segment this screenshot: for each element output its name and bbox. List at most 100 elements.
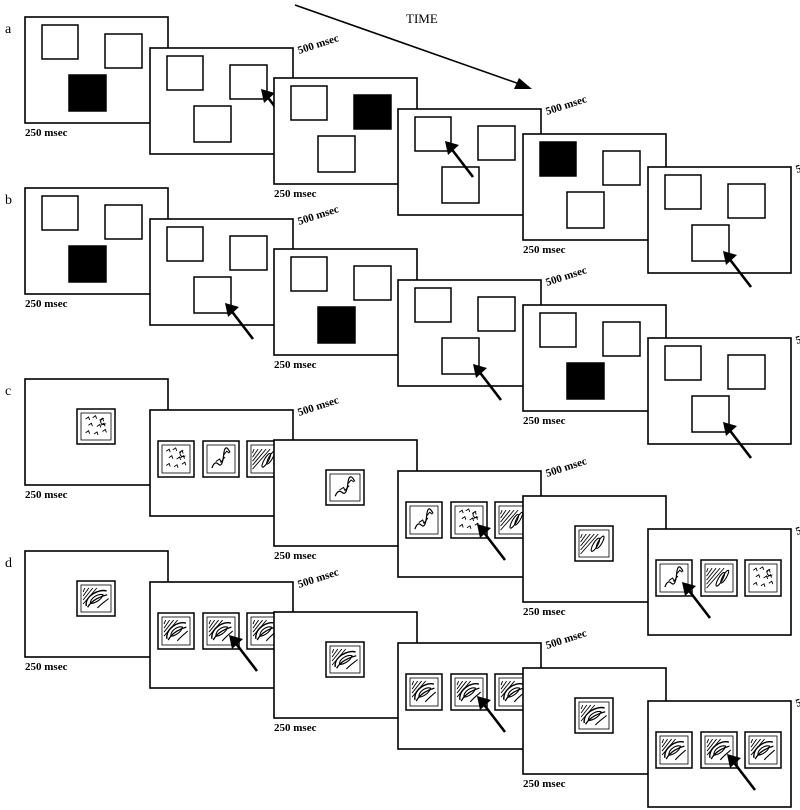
placeholder-square	[104, 33, 143, 69]
texture-dots	[458, 508, 480, 529]
response-arrow	[477, 524, 507, 561]
texture-squiggle	[211, 447, 231, 469]
display-frame: 250 msec	[273, 248, 418, 371]
duration-label: 250 msec	[274, 550, 317, 562]
duration-label: 250 msec	[25, 298, 68, 310]
placeholder-square	[193, 276, 232, 314]
duration-label: 500 msec	[544, 264, 588, 289]
duration-label: 500 msec	[544, 627, 588, 652]
placeholder-square	[602, 150, 641, 186]
display-frame: 250 msec	[522, 667, 667, 790]
placeholder-square	[727, 183, 766, 219]
texture-swirl	[411, 680, 437, 703]
display-frame: 250 msec	[24, 550, 169, 673]
texture-hatch	[252, 448, 276, 470]
placeholder-square	[414, 116, 452, 152]
duration-label: 500 msec	[296, 566, 340, 591]
display-frame: 250 msec	[273, 611, 418, 734]
response-arrow	[723, 422, 753, 459]
texture-square	[405, 501, 443, 539]
duration-label: 500 msec	[794, 151, 800, 176]
texture-swirl	[580, 704, 607, 726]
cue-filled-square	[539, 141, 577, 177]
duration-label: 500 msec	[296, 203, 340, 228]
duration-label: 250 msec	[523, 415, 566, 427]
response-arrow	[723, 251, 753, 288]
condition-label: b	[5, 193, 12, 208]
condition-row-b: b 250 msec 500 msec 250 msec 500 msec 250 mse…	[5, 187, 800, 459]
placeholder-square	[602, 321, 641, 357]
time-arrow-shaft	[294, 4, 529, 88]
response-arrow	[727, 754, 757, 791]
cue-filled-square	[68, 245, 107, 283]
cue-filled-square	[68, 74, 107, 112]
placeholder-square	[229, 235, 268, 271]
placeholder-square	[477, 125, 516, 161]
condition-label: a	[5, 22, 12, 37]
display-frame: 250 msec	[522, 304, 667, 427]
placeholder-square	[414, 287, 452, 323]
texture-swirl	[500, 680, 526, 703]
response-arrow	[229, 635, 259, 672]
placeholder-square	[477, 296, 516, 332]
texture-square	[76, 408, 116, 445]
duration-label: 250 msec	[274, 722, 317, 734]
cue-filled-square	[317, 306, 356, 344]
duration-label: 500 msec	[544, 93, 588, 118]
display-frame: 250 msec	[24, 187, 169, 310]
cue-filled-square	[353, 94, 392, 130]
display-frame: 250 msec	[273, 77, 418, 200]
response-arrow	[682, 582, 712, 619]
placeholder-square	[353, 265, 392, 301]
texture-squiggle	[414, 508, 434, 530]
texture-swirl	[208, 619, 234, 642]
condition-row-a: a 250 msec 500 msec 250 msec 500 msec 250 mse…	[5, 16, 800, 288]
texture-hatch	[706, 567, 730, 589]
placeholder-square	[193, 105, 232, 143]
placeholder-square	[41, 24, 79, 60]
duration-label: 250 msec	[25, 661, 68, 673]
duration-label: 500 msec	[794, 322, 800, 347]
texture-dots	[165, 447, 187, 468]
texture-squiggle	[334, 476, 356, 497]
time-label: TIME	[406, 11, 438, 26]
response-arrow	[473, 364, 503, 401]
duration-label: 500 msec	[794, 685, 800, 710]
texture-hatch	[500, 509, 524, 531]
placeholder-square	[441, 337, 480, 375]
texture-swirl	[456, 680, 482, 703]
texture-squiggle	[664, 566, 684, 588]
duration-label: 250 msec	[274, 188, 317, 200]
duration-label: 500 msec	[296, 32, 340, 57]
condition-label: c	[5, 384, 11, 399]
placeholder-square	[441, 166, 480, 204]
placeholder-square	[539, 312, 577, 348]
response-arrow	[445, 141, 475, 178]
placeholder-square	[166, 55, 204, 91]
duration-label: 250 msec	[523, 606, 566, 618]
duration-label: 250 msec	[25, 127, 68, 139]
display-frame: 250 msec	[522, 133, 667, 256]
duration-label: 250 msec	[25, 489, 68, 501]
texture-swirl	[82, 587, 109, 609]
texture-square	[744, 559, 782, 597]
placeholder-square	[664, 345, 702, 381]
duration-label: 250 msec	[274, 359, 317, 371]
placeholder-square	[41, 195, 79, 231]
display-frame: 250 msec	[24, 16, 169, 139]
display-frame: 500 msec	[647, 685, 800, 808]
placeholder-square	[104, 204, 143, 240]
placeholder-square	[727, 354, 766, 390]
display-frame: 500 msec	[647, 151, 800, 288]
display-frame: 500 msec	[397, 627, 588, 750]
time-indicator: TIME	[294, 4, 532, 89]
texture-dots	[752, 566, 774, 587]
placeholder-square	[566, 191, 605, 229]
placeholder-square	[691, 224, 730, 262]
texture-swirl	[661, 738, 687, 761]
texture-hatch	[580, 533, 605, 555]
placeholder-square	[317, 135, 356, 173]
placeholder-square	[290, 256, 328, 292]
texture-square	[325, 469, 365, 506]
placeholder-square	[290, 85, 328, 121]
